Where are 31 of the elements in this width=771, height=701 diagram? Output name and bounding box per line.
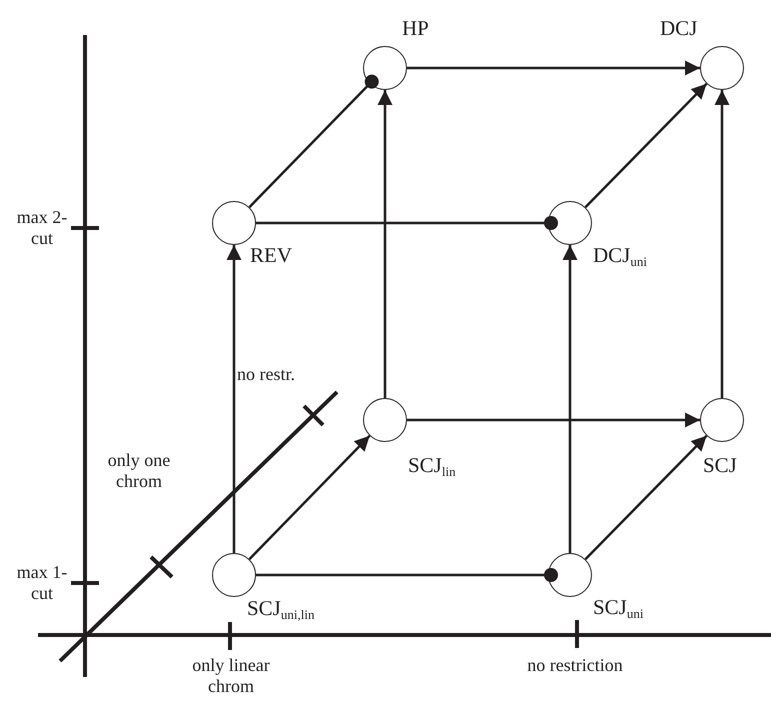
state-circle xyxy=(700,398,744,442)
state-circle xyxy=(700,46,744,90)
state-circle xyxy=(363,398,407,442)
axis-label: no restr. xyxy=(237,364,296,385)
node-label: SCJ$_{uni}$ xyxy=(593,597,644,620)
axis-label: no restriction xyxy=(526,655,624,676)
state-circle xyxy=(363,46,407,90)
arrow xyxy=(407,60,700,76)
axis-label: max 1-cut xyxy=(16,562,68,604)
arrow xyxy=(407,412,700,428)
arrow xyxy=(562,245,578,553)
node-label: DCJ$_{uni}$ xyxy=(593,245,647,268)
node-label: REV xyxy=(250,245,292,266)
arrow xyxy=(584,434,708,560)
state-circle xyxy=(548,201,592,245)
state-circle xyxy=(212,201,256,245)
state-circle xyxy=(212,553,256,597)
state-circle xyxy=(548,553,592,597)
node-label: SCJ xyxy=(703,455,737,476)
node-label: SCJ$_{uni,lin}$ xyxy=(247,598,314,621)
arrow xyxy=(378,90,392,398)
node-label: DCJ xyxy=(660,18,698,39)
node-label: SCJ$_{lin}$ xyxy=(408,455,456,478)
axis-label: only one chrom xyxy=(106,450,172,492)
axis-label: only linear chrom xyxy=(191,655,271,696)
axis-label: max 2-cut xyxy=(16,207,68,248)
arrow xyxy=(714,90,730,398)
node-label: HP xyxy=(402,18,429,39)
arrow xyxy=(248,434,371,560)
arrow xyxy=(584,82,708,208)
arrow xyxy=(226,245,242,553)
